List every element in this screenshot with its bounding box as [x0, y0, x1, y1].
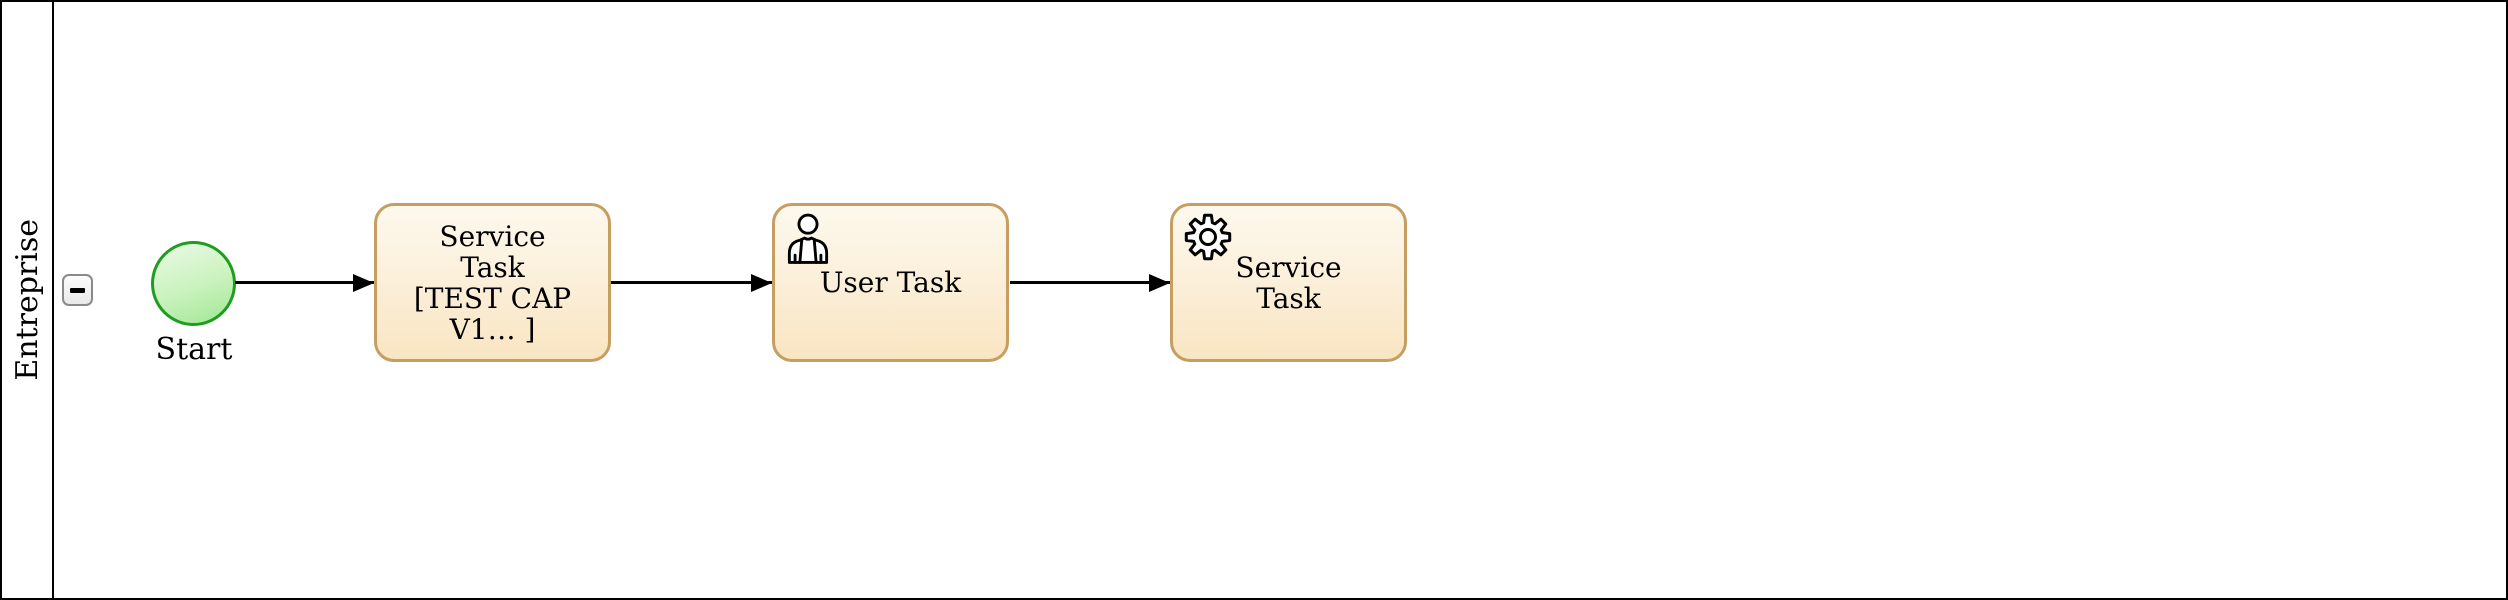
- minus-icon: [70, 287, 85, 293]
- service-task-2[interactable]: Service Task: [1170, 203, 1407, 362]
- user-task[interactable]: User Task: [772, 203, 1009, 362]
- task-label-line: [TEST CAP: [413, 281, 572, 315]
- lane-header: Entreprise: [2, 2, 54, 598]
- task-label-line: Service: [439, 219, 546, 253]
- user-icon: [786, 213, 830, 264]
- gear-icon: [1184, 213, 1232, 261]
- lane-collapse-button[interactable]: [62, 274, 93, 306]
- service-task-1[interactable]: Service Task [TEST CAP V1… ]: [374, 203, 611, 362]
- task-label-line: Task: [1256, 281, 1321, 315]
- start-event-label: Start: [155, 332, 233, 367]
- sequence-flow-start-to-task1: [235, 281, 374, 284]
- sequence-flow-task2-to-task3: [1010, 281, 1170, 284]
- task-label-line: Task: [460, 250, 525, 284]
- lane-title: Entreprise: [9, 219, 45, 381]
- task-label-line: User Task: [819, 266, 962, 299]
- task-label-line: Service: [1235, 250, 1342, 284]
- sequence-flow-task1-to-task2: [610, 281, 772, 284]
- start-event[interactable]: [151, 241, 236, 326]
- task-label-line: V1… ]: [449, 312, 536, 346]
